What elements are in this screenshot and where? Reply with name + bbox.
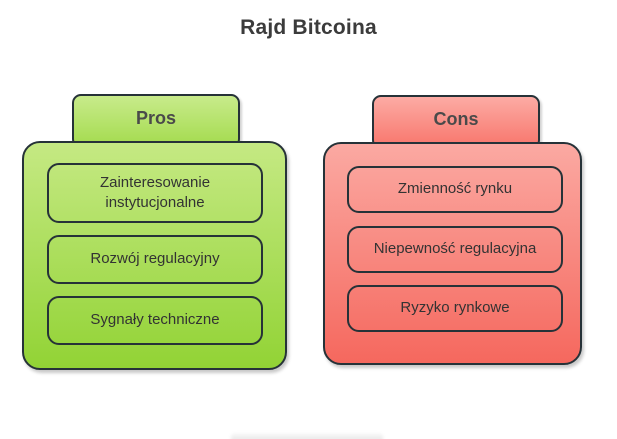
cons-header-label: Cons (433, 109, 479, 129)
page-title: Rajd Bitcoina (240, 16, 377, 39)
partial-bottom-shadow (231, 433, 383, 439)
pros-item-regulatory-development: Rozwój regulacyjny (47, 235, 263, 284)
pros-header-label: Pros (135, 108, 177, 128)
pros-item-label: Rozwój regulacyjny (90, 250, 220, 268)
pros-card: Zainteresowanie instytucjonalne Rozwój r… (22, 141, 287, 370)
cons-item-market-volatility: Zmienność rynku (347, 166, 563, 213)
cons-card: Zmienność rynku Niepewność regulacyjna R… (323, 142, 582, 365)
pros-header-tab: Pros (72, 94, 240, 148)
cons-header-tab: Cons (372, 95, 540, 149)
pros-item-technical-signals: Sygnały techniczne (47, 296, 263, 345)
pros-item-institutional-interest: Zainteresowanie instytucjonalne (47, 163, 263, 223)
cons-item-regulatory-uncertainty: Niepewność regulacyjna (347, 226, 563, 273)
cons-item-market-risk: Ryzyko rynkowe (347, 285, 563, 332)
pros-item-label: Zainteresowanie instytucjonalne (99, 173, 211, 211)
cons-item-label: Niepewność regulacyjna (373, 240, 537, 258)
cons-item-label: Ryzyko rynkowe (400, 299, 510, 317)
pros-item-label: Sygnały techniczne (90, 311, 220, 329)
cons-item-label: Zmienność rynku (397, 180, 513, 198)
